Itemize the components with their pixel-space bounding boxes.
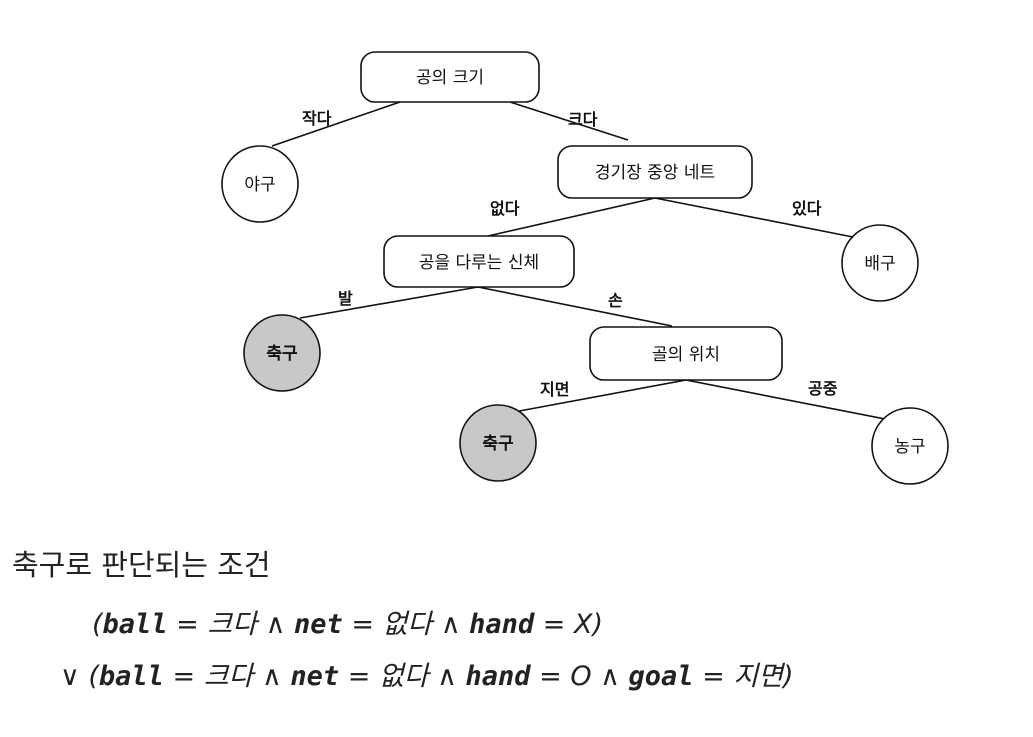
condition-line-2-rest-net: = 없다 ∧ — [339, 661, 466, 692]
condition-line-2-var-ball: ball — [98, 661, 164, 692]
tree-node-goal-pos: 골의 위치 — [589, 326, 783, 381]
edge-label-hand: 손 — [608, 291, 623, 310]
edge-line-foot — [299, 286, 479, 319]
condition-line-1: (ball = 크다 ∧ net = 없다 ∧ hand = X) — [92, 602, 603, 641]
tree-leaf-soccer-foot: 축구 — [243, 314, 321, 392]
edge-line-exists — [654, 197, 859, 239]
tree-leaf-soccer-ground: 축구 — [459, 404, 537, 482]
edge-label-air: 공중 — [808, 379, 838, 398]
condition-line-1-var-ball: ball — [102, 609, 168, 640]
condition-line-2-var-goal: goal — [628, 661, 694, 692]
edge-label-ground: 지면 — [540, 380, 569, 399]
edge-label-none: 없다 — [490, 199, 520, 218]
condition-line-2-rest-hand: = O ∧ — [530, 661, 629, 692]
tree-node-root: 공의 크기 — [360, 51, 540, 103]
edge-label-small: 작다 — [302, 109, 332, 128]
condition-line-1-rest-net: = 없다 ∧ — [342, 609, 470, 640]
edge-line-hand — [477, 286, 673, 327]
condition-line-2-rest-ball: = 크다 ∧ — [163, 661, 291, 692]
condition-line-1-var-hand: hand — [469, 609, 535, 640]
edge-label-exists: 있다 — [792, 199, 822, 218]
tree-node-body-part-label: 공을 다루는 신체 — [419, 253, 539, 273]
conditions-title: 축구로 판단되는 조건 — [12, 548, 271, 582]
tree-leaf-soccer-foot-label: 축구 — [266, 344, 298, 364]
condition-line-1-rest-ball: = 크다 ∧ — [167, 609, 294, 640]
tree-leaf-baseball-label: 야구 — [244, 175, 275, 195]
tree-leaf-baseball: 야구 — [221, 145, 299, 223]
tree-leaf-basketball-label: 농구 — [894, 437, 925, 457]
condition-line-1-rest-hand: = X) — [534, 609, 604, 640]
condition-line-2-open: ∨ ( — [60, 661, 99, 692]
tree-leaf-soccer-ground-label: 축구 — [482, 434, 514, 454]
condition-line-2-rest-goal: = 지면) — [693, 661, 794, 692]
edge-line-ground — [513, 379, 687, 413]
tree-node-net-label: 경기장 중앙 네트 — [595, 163, 715, 183]
edge-label-big: 크다 — [568, 110, 598, 129]
edge-line-air — [685, 379, 891, 421]
edge-label-foot: 발 — [338, 289, 353, 308]
condition-line-2-var-net: net — [290, 661, 340, 692]
edge-line-small — [271, 101, 401, 147]
tree-node-body-part: 공을 다루는 신체 — [383, 235, 575, 288]
tree-leaf-volleyball: 배구 — [841, 224, 919, 302]
edge-line-none — [487, 197, 656, 237]
condition-line-2: ∨ (ball = 크다 ∧ net = 없다 ∧ hand = O ∧ goa… — [60, 654, 794, 693]
tree-node-goal-pos-label: 골의 위치 — [652, 345, 720, 365]
tree-node-root-label: 공의 크기 — [416, 68, 484, 88]
edge-line-big — [509, 101, 629, 141]
tree-node-net: 경기장 중앙 네트 — [557, 145, 753, 199]
condition-line-1-var-net: net — [293, 609, 343, 640]
condition-line-2-var-hand: hand — [465, 661, 531, 692]
condition-line-1-open: ( — [92, 609, 103, 640]
tree-leaf-volleyball-label: 배구 — [864, 254, 895, 274]
tree-leaf-basketball: 농구 — [871, 407, 949, 485]
